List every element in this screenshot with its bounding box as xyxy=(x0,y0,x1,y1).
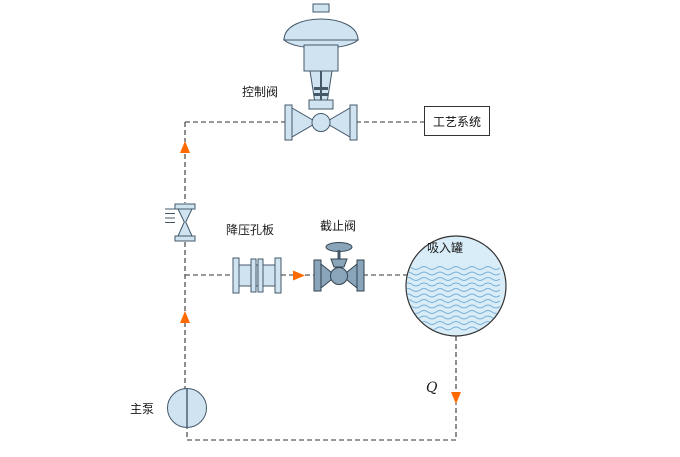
inline-valve-symbol xyxy=(165,203,196,242)
valve-flange-left xyxy=(284,104,293,141)
control-valve-label: 控制阀 xyxy=(242,85,279,99)
orifice-plate xyxy=(250,258,257,293)
process-system-box: 工艺系统 xyxy=(424,106,490,136)
flow-arrow-down-icon xyxy=(451,392,461,404)
valve-body-center xyxy=(330,267,348,285)
valve-stem xyxy=(337,250,341,261)
valve-body xyxy=(177,208,193,237)
valve-flange-left xyxy=(313,259,322,292)
tank-shell xyxy=(405,235,507,337)
valve-body-center xyxy=(311,113,331,132)
gland-mark xyxy=(314,93,328,96)
valve-bonnet xyxy=(308,99,334,110)
main-pump-symbol xyxy=(167,388,207,428)
valve-flange-right xyxy=(356,259,365,292)
flow-q-label: Q xyxy=(426,380,438,396)
valve-flange-bottom xyxy=(174,235,196,242)
gland-mark xyxy=(314,87,328,90)
flow-arrow-right-icon xyxy=(293,270,305,281)
flow-arrow-up-icon xyxy=(180,141,190,153)
stop-valve-symbol xyxy=(313,242,365,292)
orifice-flange-left xyxy=(232,257,240,294)
suction-tank-label: 吸入罐 xyxy=(427,241,464,255)
orifice-plate-label: 降压孔板 xyxy=(226,223,275,237)
main-pump-label: 主泵 xyxy=(130,402,155,416)
orifice-flange-right xyxy=(274,257,282,294)
flow-arrows xyxy=(180,141,461,404)
control-valve-symbol xyxy=(282,3,360,141)
spring-housing xyxy=(303,44,339,72)
valve-body xyxy=(341,262,358,290)
valve-flange-top xyxy=(174,203,196,210)
flow-arrow-up-icon xyxy=(180,311,190,323)
actuator-handle xyxy=(312,3,330,13)
valve-body xyxy=(320,262,337,290)
valve-body xyxy=(324,107,351,138)
valve-flange-right xyxy=(349,104,358,141)
actuator-dome xyxy=(283,18,359,41)
valve-bonnet xyxy=(330,258,348,268)
stop-valve-label: 截止阀 xyxy=(320,219,357,233)
orifice-plate-symbol xyxy=(232,257,282,294)
valve-body xyxy=(291,107,318,138)
orifice-plate xyxy=(257,258,264,293)
pipe-tank-to-pump xyxy=(186,336,457,441)
process-system-label: 工艺系统 xyxy=(432,114,481,129)
orifice-pipe xyxy=(238,264,276,287)
